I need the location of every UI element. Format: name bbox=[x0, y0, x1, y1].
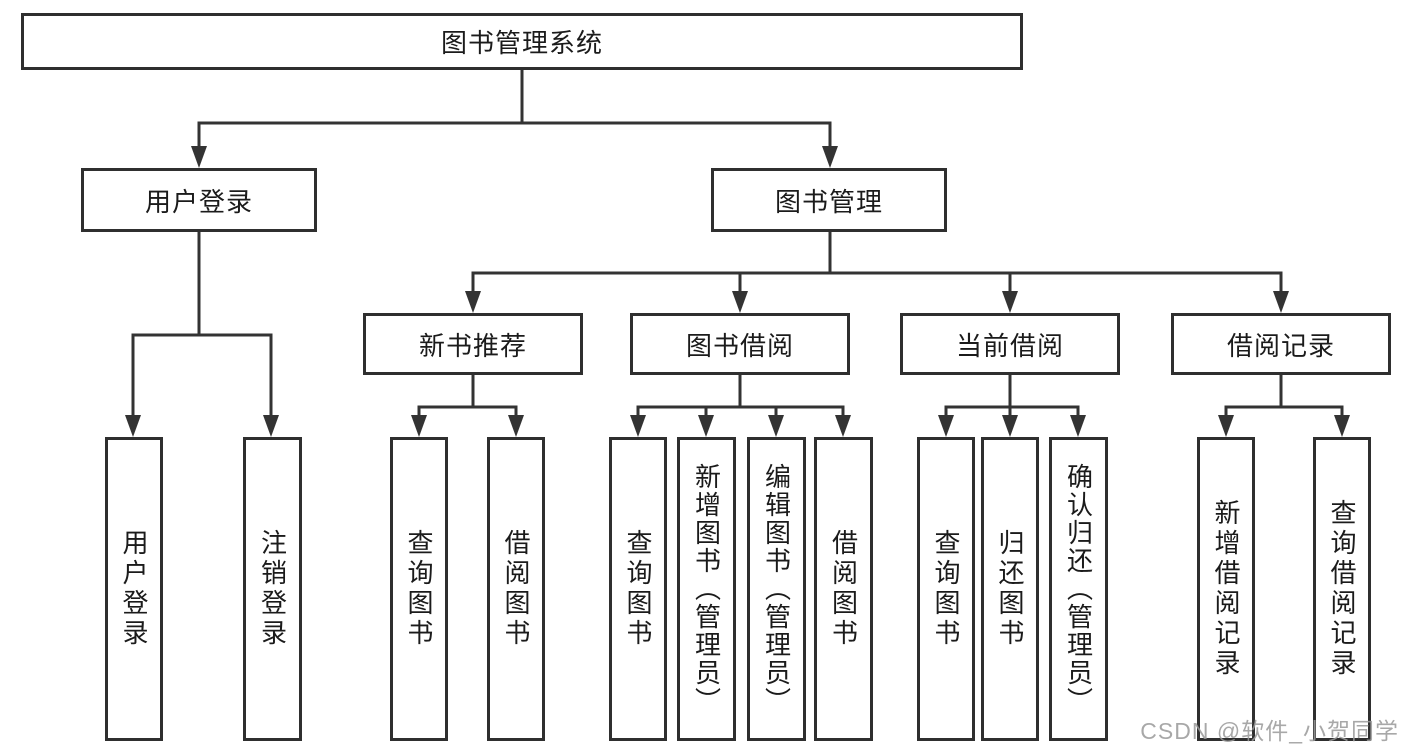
leaf-borrow-books-newrec: 借阅图书 bbox=[487, 437, 545, 741]
leaf-logout: 注销登录 bbox=[243, 437, 302, 741]
node-book-mgmt-label: 图书管理 bbox=[774, 186, 883, 217]
leaf-add-book-admin: 新增图书（管理员） bbox=[677, 437, 736, 741]
node-user-login-label: 用户登录 bbox=[144, 186, 253, 217]
node-root-label: 图书管理系统 bbox=[440, 28, 603, 58]
node-book-borrow: 图书借阅 bbox=[630, 313, 850, 375]
leaf-confirm-return-admin: 确认归还（管理员） bbox=[1049, 437, 1108, 741]
leaf-borrow-books-borrow: 借阅图书 bbox=[814, 437, 873, 741]
leaf-user-login-label: 用户登录 bbox=[119, 529, 149, 649]
watermark-text: CSDN @软件_小贺同学 bbox=[1140, 718, 1399, 744]
leaf-logout-label: 注销登录 bbox=[257, 529, 288, 649]
arrowheads bbox=[125, 146, 1350, 437]
connector-new-book-rec-to-leaves bbox=[417, 375, 518, 419]
leaf-add-book-admin-label: 新增图书（管理员） bbox=[691, 463, 722, 715]
leaf-edit-book-admin-label: 编辑图书（管理员） bbox=[761, 463, 792, 715]
connector-root-to-level2 bbox=[197, 69, 832, 150]
leaf-query-books-newrec-label: 查询图书 bbox=[404, 529, 434, 649]
node-new-book-rec-label: 新书推荐 bbox=[418, 330, 527, 361]
leaf-return-book: 归还图书 bbox=[981, 437, 1039, 741]
leaf-query-books-borrow: 查询图书 bbox=[609, 437, 667, 741]
connector-user-login-to-leaves bbox=[131, 232, 273, 419]
node-new-book-rec: 新书推荐 bbox=[363, 313, 583, 375]
connector-book-mgmt-to-level3 bbox=[471, 232, 1283, 295]
leaf-borrow-books-newrec-label: 借阅图书 bbox=[501, 529, 531, 649]
leaf-user-login: 用户登录 bbox=[105, 437, 163, 741]
leaf-return-book-label: 归还图书 bbox=[995, 529, 1025, 649]
leaf-borrow-books-borrow-label: 借阅图书 bbox=[828, 529, 859, 649]
node-book-borrow-label: 图书借阅 bbox=[685, 330, 794, 361]
leaf-edit-book-admin: 编辑图书（管理员） bbox=[747, 437, 806, 741]
leaf-confirm-return-admin-label: 确认归还（管理员） bbox=[1063, 463, 1094, 715]
connector-current-borrow-to-leaves bbox=[944, 375, 1080, 419]
node-current-borrow-label: 当前借阅 bbox=[955, 330, 1064, 361]
leaf-add-borrow-record-label: 新增借阅记录 bbox=[1211, 499, 1241, 679]
leaf-query-books-current: 查询图书 bbox=[917, 437, 975, 741]
connector-book-borrow-to-leaves bbox=[636, 375, 845, 419]
node-borrow-records-label: 借阅记录 bbox=[1226, 330, 1335, 361]
connector-borrow-records-to-leaves bbox=[1224, 375, 1344, 419]
node-borrow-records: 借阅记录 bbox=[1171, 313, 1391, 375]
node-book-mgmt: 图书管理 bbox=[711, 168, 947, 232]
leaf-query-books-current-label: 查询图书 bbox=[931, 529, 961, 649]
leaf-query-borrow-record-label: 查询借阅记录 bbox=[1327, 499, 1357, 679]
leaf-query-books-newrec: 查询图书 bbox=[390, 437, 448, 741]
leaf-query-books-borrow-label: 查询图书 bbox=[623, 529, 653, 649]
node-user-login: 用户登录 bbox=[81, 168, 317, 232]
leaf-query-borrow-record: 查询借阅记录 bbox=[1313, 437, 1371, 741]
node-root: 图书管理系统 bbox=[21, 13, 1023, 70]
node-current-borrow: 当前借阅 bbox=[900, 313, 1120, 375]
leaf-add-borrow-record: 新增借阅记录 bbox=[1197, 437, 1255, 741]
